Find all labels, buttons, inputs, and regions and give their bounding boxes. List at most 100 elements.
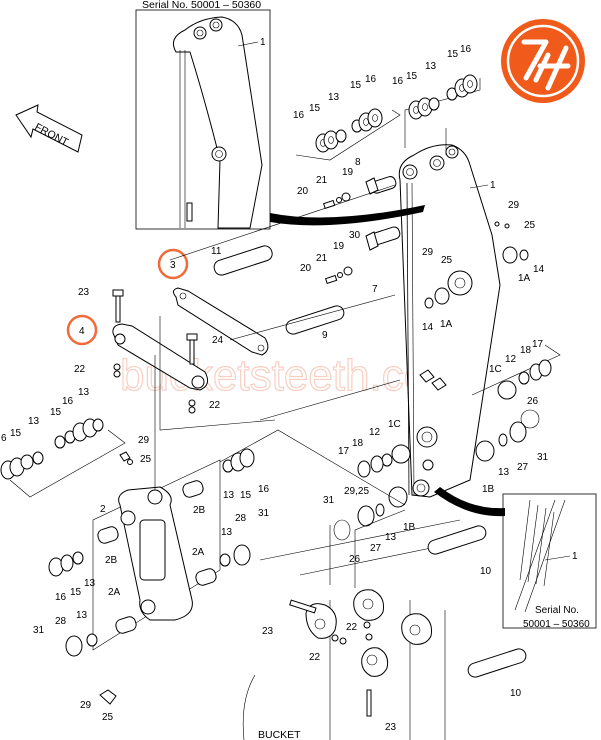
grease-fittings-left: 29 25: [119, 435, 152, 465]
bushings-1a: 14 1A 14 1A: [422, 246, 545, 333]
svg-text:18: 18: [520, 345, 532, 356]
svg-text:2: 2: [100, 504, 106, 515]
top-inset-serial-label: Serial No. 50001 – 50360: [142, 0, 261, 11]
svg-text:15: 15: [406, 71, 418, 82]
svg-text:16: 16: [365, 74, 377, 85]
logo-glyph-z: [521, 39, 549, 81]
logo-glyph-h: [533, 45, 571, 91]
svg-text:13: 13: [78, 387, 90, 398]
sweep-arrow-bottom: [434, 487, 505, 517]
callout-1-top-inset: 1: [260, 37, 266, 48]
svg-text:15: 15: [10, 428, 22, 439]
svg-text:21: 21: [316, 175, 328, 186]
svg-text:13: 13: [498, 467, 510, 478]
svg-text:1C: 1C: [388, 419, 401, 430]
top-inset-frame: [135, 9, 271, 230]
svg-text:1A: 1A: [518, 273, 531, 284]
svg-text:12: 12: [369, 427, 381, 438]
svg-text:16: 16: [62, 396, 74, 407]
svg-text:15: 15: [350, 80, 362, 91]
arm-inset-top: [173, 16, 263, 229]
svg-text:15: 15: [70, 587, 82, 598]
svg-text:19: 19: [342, 167, 354, 178]
svg-text:13: 13: [84, 578, 96, 589]
callout-1-bottom-inset: 1: [572, 551, 578, 562]
connection-frames: [154, 184, 406, 588]
bucket-assembly: 23 23 22 22 10 10 BUCKET: [242, 519, 527, 740]
svg-text:13: 13: [221, 527, 233, 538]
svg-text:23: 23: [78, 287, 90, 298]
svg-text:25: 25: [524, 220, 536, 231]
svg-text:15: 15: [240, 490, 252, 501]
svg-text:13: 13: [328, 92, 340, 103]
svg-text:21: 21: [316, 253, 328, 264]
svg-text:1B: 1B: [482, 484, 495, 495]
svg-text:13: 13: [425, 61, 437, 72]
svg-text:29: 29: [138, 435, 150, 446]
svg-text:18: 18: [352, 438, 364, 449]
left-arm-mid-parts: 1C 12 18 17 29,25 31 27 13 26 1B: [323, 419, 416, 565]
svg-text:24: 24: [212, 335, 224, 346]
svg-text:17: 17: [338, 446, 350, 457]
bottom-inset-frame: [502, 493, 597, 629]
svg-text:15: 15: [309, 103, 321, 114]
svg-text:22: 22: [209, 400, 221, 411]
svg-text:2A: 2A: [108, 587, 121, 598]
svg-text:31: 31: [323, 495, 335, 506]
svg-text:20: 20: [297, 186, 309, 197]
front-arrow: FRONT: [15, 104, 83, 153]
svg-text:14: 14: [422, 322, 434, 333]
highlight-callout-3: 3: [157, 248, 189, 280]
svg-text:26: 26: [527, 396, 539, 407]
main-arm: 1: [398, 144, 501, 498]
svg-text:23: 23: [385, 722, 397, 733]
svg-text:22: 22: [74, 364, 86, 375]
svg-text:13: 13: [223, 490, 235, 501]
washer-stack-left: 6 15 13 15 16 13: [0, 387, 126, 498]
svg-text:15: 15: [447, 49, 459, 60]
svg-text:31: 31: [258, 508, 270, 519]
svg-text:25: 25: [140, 454, 152, 465]
svg-text:25: 25: [102, 712, 114, 723]
highlight-callout-4: 4: [66, 314, 98, 346]
svg-text:9: 9: [322, 330, 328, 341]
pin-group-7: 30 19 21 20 7: [300, 226, 401, 295]
svg-text:1A: 1A: [440, 319, 453, 330]
svg-text:27: 27: [517, 462, 529, 473]
svg-text:29: 29: [508, 200, 520, 211]
svg-text:1B: 1B: [403, 522, 416, 533]
svg-text:10: 10: [510, 688, 522, 699]
svg-text:13: 13: [28, 416, 40, 427]
svg-text:15: 15: [50, 407, 62, 418]
svg-text:13: 13: [76, 610, 88, 621]
front-arrow-icon: [15, 104, 83, 153]
svg-text:22: 22: [346, 622, 358, 633]
svg-text:12: 12: [505, 354, 517, 365]
svg-text:7: 7: [372, 284, 378, 295]
svg-text:16: 16: [55, 592, 67, 603]
link-2-assembly: 2 2B 2B 2A 2A 16 15 13 13 28 31 31 28 13…: [33, 448, 270, 723]
svg-text:25: 25: [441, 255, 453, 266]
svg-text:30: 30: [349, 230, 361, 241]
svg-text:31: 31: [537, 452, 549, 463]
svg-text:19: 19: [333, 241, 345, 252]
svg-text:1C: 1C: [489, 364, 502, 375]
bucket-label: BUCKET: [258, 729, 301, 740]
svg-text:22: 22: [309, 652, 321, 663]
svg-text:10: 10: [480, 566, 492, 577]
bottom-inset-serial-line2: 50001 – 50360: [523, 619, 590, 630]
svg-text:29: 29: [80, 700, 92, 711]
washer-stack-top-left: 16 15 13 15 16: [293, 74, 401, 161]
brand-logo: [501, 19, 585, 103]
svg-text:6: 6: [1, 433, 7, 444]
svg-text:16: 16: [392, 76, 404, 87]
svg-text:29,25: 29,25: [344, 486, 369, 497]
svg-text:20: 20: [300, 263, 312, 274]
svg-text:23: 23: [262, 626, 274, 637]
callout-1: 1: [490, 180, 496, 191]
svg-text:16: 16: [258, 484, 270, 495]
svg-text:2B: 2B: [193, 505, 206, 516]
sweep-arrow-top: [270, 205, 425, 226]
callout-4-label: 4: [79, 326, 85, 337]
